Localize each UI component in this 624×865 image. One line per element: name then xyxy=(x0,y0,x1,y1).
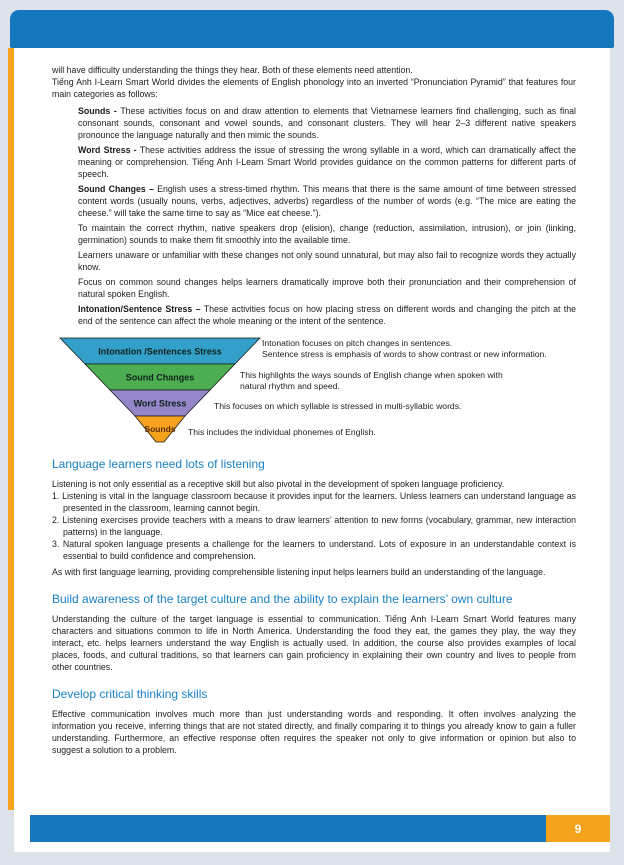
item-lead-intonation: Intonation/Sentence Stress – xyxy=(78,304,201,314)
content-sheet: will have difficulty understanding the t… xyxy=(14,48,610,852)
note-line: This focuses on which syllable is stress… xyxy=(214,401,462,411)
listening-list-item-1: 1. Listening is vital in the language cl… xyxy=(52,491,576,513)
intro-paragraph-1: will have difficulty understanding the t… xyxy=(52,65,413,75)
item-text: Focus on common sound changes helps lear… xyxy=(78,277,576,299)
pyramid-note-sound-changes: This highlights the ways sounds of Engli… xyxy=(240,370,503,392)
item-lead-sounds: Sounds - xyxy=(78,106,117,116)
pyramid-item-intonation: Intonation/Sentence Stress – These activ… xyxy=(52,303,576,327)
pyramid-item-sound-changes: Sound Changes – English uses a stress-ti… xyxy=(52,183,576,219)
section-critical-thinking-paragraph: Effective communication involves much mo… xyxy=(52,709,576,755)
section-culture-paragraph: Understanding the culture of the target … xyxy=(52,614,576,672)
note-line: Sentence stress is emphasis of words to … xyxy=(262,349,547,359)
pyramid-diagram: Intonation /Sentences Stress Sound Chang… xyxy=(59,337,261,443)
section-heading-culture: Build awareness of the target culture an… xyxy=(52,592,513,606)
left-accent-strip xyxy=(8,48,14,810)
item-lead-word-stress: Word Stress - xyxy=(78,145,137,155)
page-number: 9 xyxy=(574,821,582,836)
pyramid-item-sounds: Sounds - These activities focus on and d… xyxy=(52,105,576,141)
item-text: These activities address the issue of st… xyxy=(78,145,576,179)
header-bar xyxy=(10,10,614,48)
item-text: These activities focus on how placing st… xyxy=(78,304,576,326)
note-line: Intonation focuses on pitch changes in s… xyxy=(262,338,453,348)
pyramid-label-word-stress: Word Stress xyxy=(134,399,187,409)
intro-paragraph-2: Tiếng Anh I-Learn Smart World divides th… xyxy=(52,77,576,99)
footer-bar xyxy=(30,815,546,842)
pyramid-item-rhythm: To maintain the correct rhythm, native s… xyxy=(52,222,576,246)
pyramid-item-focus: Focus on common sound changes helps lear… xyxy=(52,276,576,300)
section-heading-listening: Language learners need lots of listening xyxy=(52,457,265,471)
item-text: Learners unaware or unfamiliar with thes… xyxy=(78,250,576,272)
item-text: These activities focus on and draw atten… xyxy=(78,106,576,140)
note-line: This includes the individual phonemes of… xyxy=(188,427,376,437)
page-number-badge: 9 xyxy=(546,815,610,842)
pronunciation-pyramid: Intonation /Sentences Stress Sound Chang… xyxy=(52,337,576,443)
page-content: will have difficulty understanding the t… xyxy=(14,48,610,756)
pyramid-layer-sounds xyxy=(134,415,186,443)
pyramid-label-sounds: Sounds xyxy=(144,424,175,434)
section-listening-intro: Listening is not only essential as a rec… xyxy=(52,479,505,489)
pyramid-note-sounds: This includes the individual phonemes of… xyxy=(188,427,376,438)
item-text: English uses a stress-timed rhythm. This… xyxy=(78,184,576,218)
pyramid-note-intonation: Intonation focuses on pitch changes in s… xyxy=(262,338,547,360)
listening-list-item-3: 3. Natural spoken language presents a ch… xyxy=(52,539,576,561)
pyramid-item-learners-unaware: Learners unaware or unfamiliar with thes… xyxy=(52,249,576,273)
pyramid-label-intonation: Intonation /Sentences Stress xyxy=(98,347,222,357)
item-lead-sound-changes: Sound Changes – xyxy=(78,184,154,194)
pyramid-item-word-stress: Word Stress - These activities address t… xyxy=(52,144,576,180)
pyramid-note-word-stress: This focuses on which syllable is stress… xyxy=(214,401,461,412)
pyramid-label-sound-changes: Sound Changes xyxy=(126,373,195,383)
note-line: This highlights the ways sounds of Engli… xyxy=(240,370,503,380)
item-text: To maintain the correct rhythm, native s… xyxy=(78,223,576,245)
note-line: natural rhythm and speed. xyxy=(240,381,340,391)
section-heading-critical-thinking: Develop critical thinking skills xyxy=(52,687,208,701)
listening-list-item-2: 2. Listening exercises provide teachers … xyxy=(52,515,576,537)
footer: 9 xyxy=(30,815,610,842)
section-listening-outro: As with first language learning, providi… xyxy=(52,567,546,577)
